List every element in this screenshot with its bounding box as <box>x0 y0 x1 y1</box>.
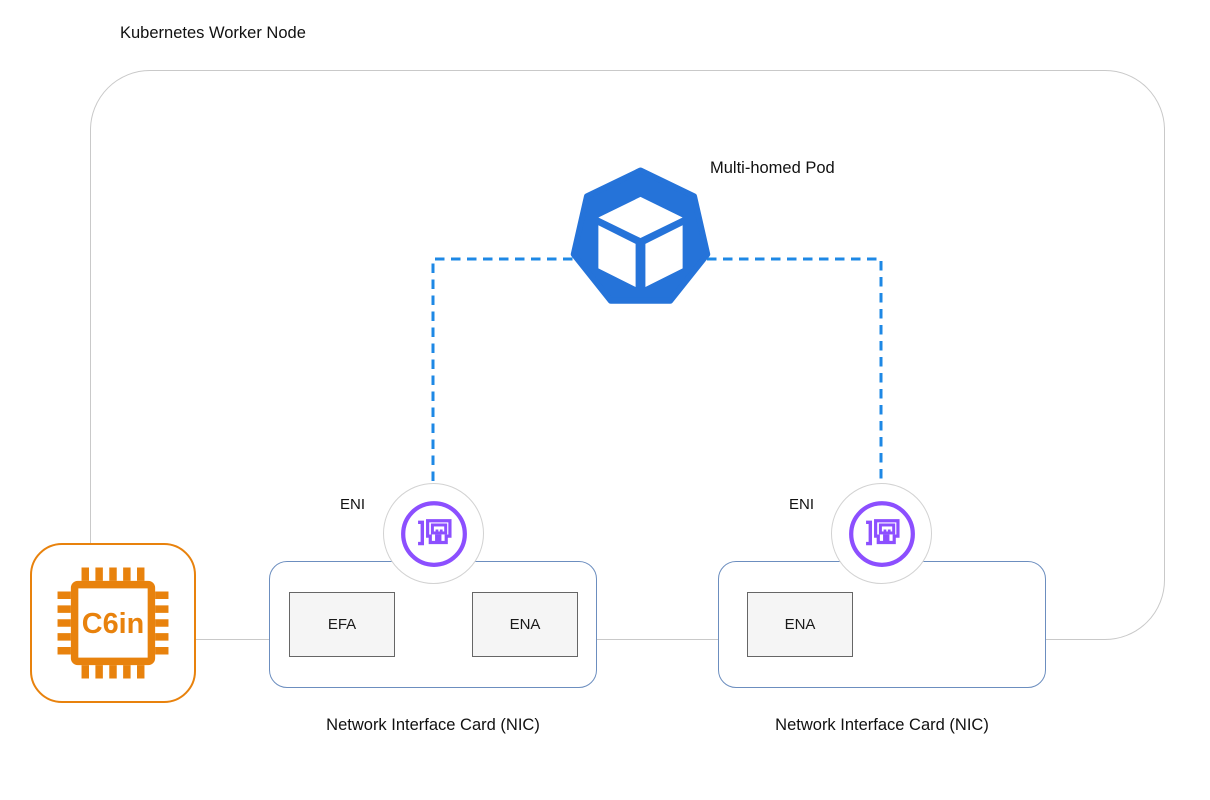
c6in-instance-box: C6in <box>30 543 196 703</box>
efa-adapter: EFA <box>289 592 395 657</box>
pod-label: Multi-homed Pod <box>710 159 835 177</box>
ena-adapter: ENA <box>747 592 853 657</box>
multi-homed-pod-node <box>568 163 713 315</box>
nic-label-left: Network Interface Card (NIC) <box>326 716 540 734</box>
nic-label-right: Network Interface Card (NIC) <box>775 716 989 734</box>
kubernetes-worker-node-boundary <box>90 70 1165 640</box>
kubernetes-pod-icon <box>570 167 711 304</box>
diagram-title: Kubernetes Worker Node <box>120 24 306 42</box>
eni-node-right <box>831 483 932 584</box>
eni-node-left <box>383 483 484 584</box>
ena-adapter: ENA <box>472 592 578 657</box>
eni-network-card-icon <box>848 500 915 567</box>
eni-network-card-icon <box>400 500 467 567</box>
eni-label-left: ENI <box>340 496 366 513</box>
cpu-chip-icon: C6in <box>57 567 169 679</box>
chip-label: C6in <box>82 608 144 640</box>
eni-label-right: ENI <box>789 496 815 513</box>
